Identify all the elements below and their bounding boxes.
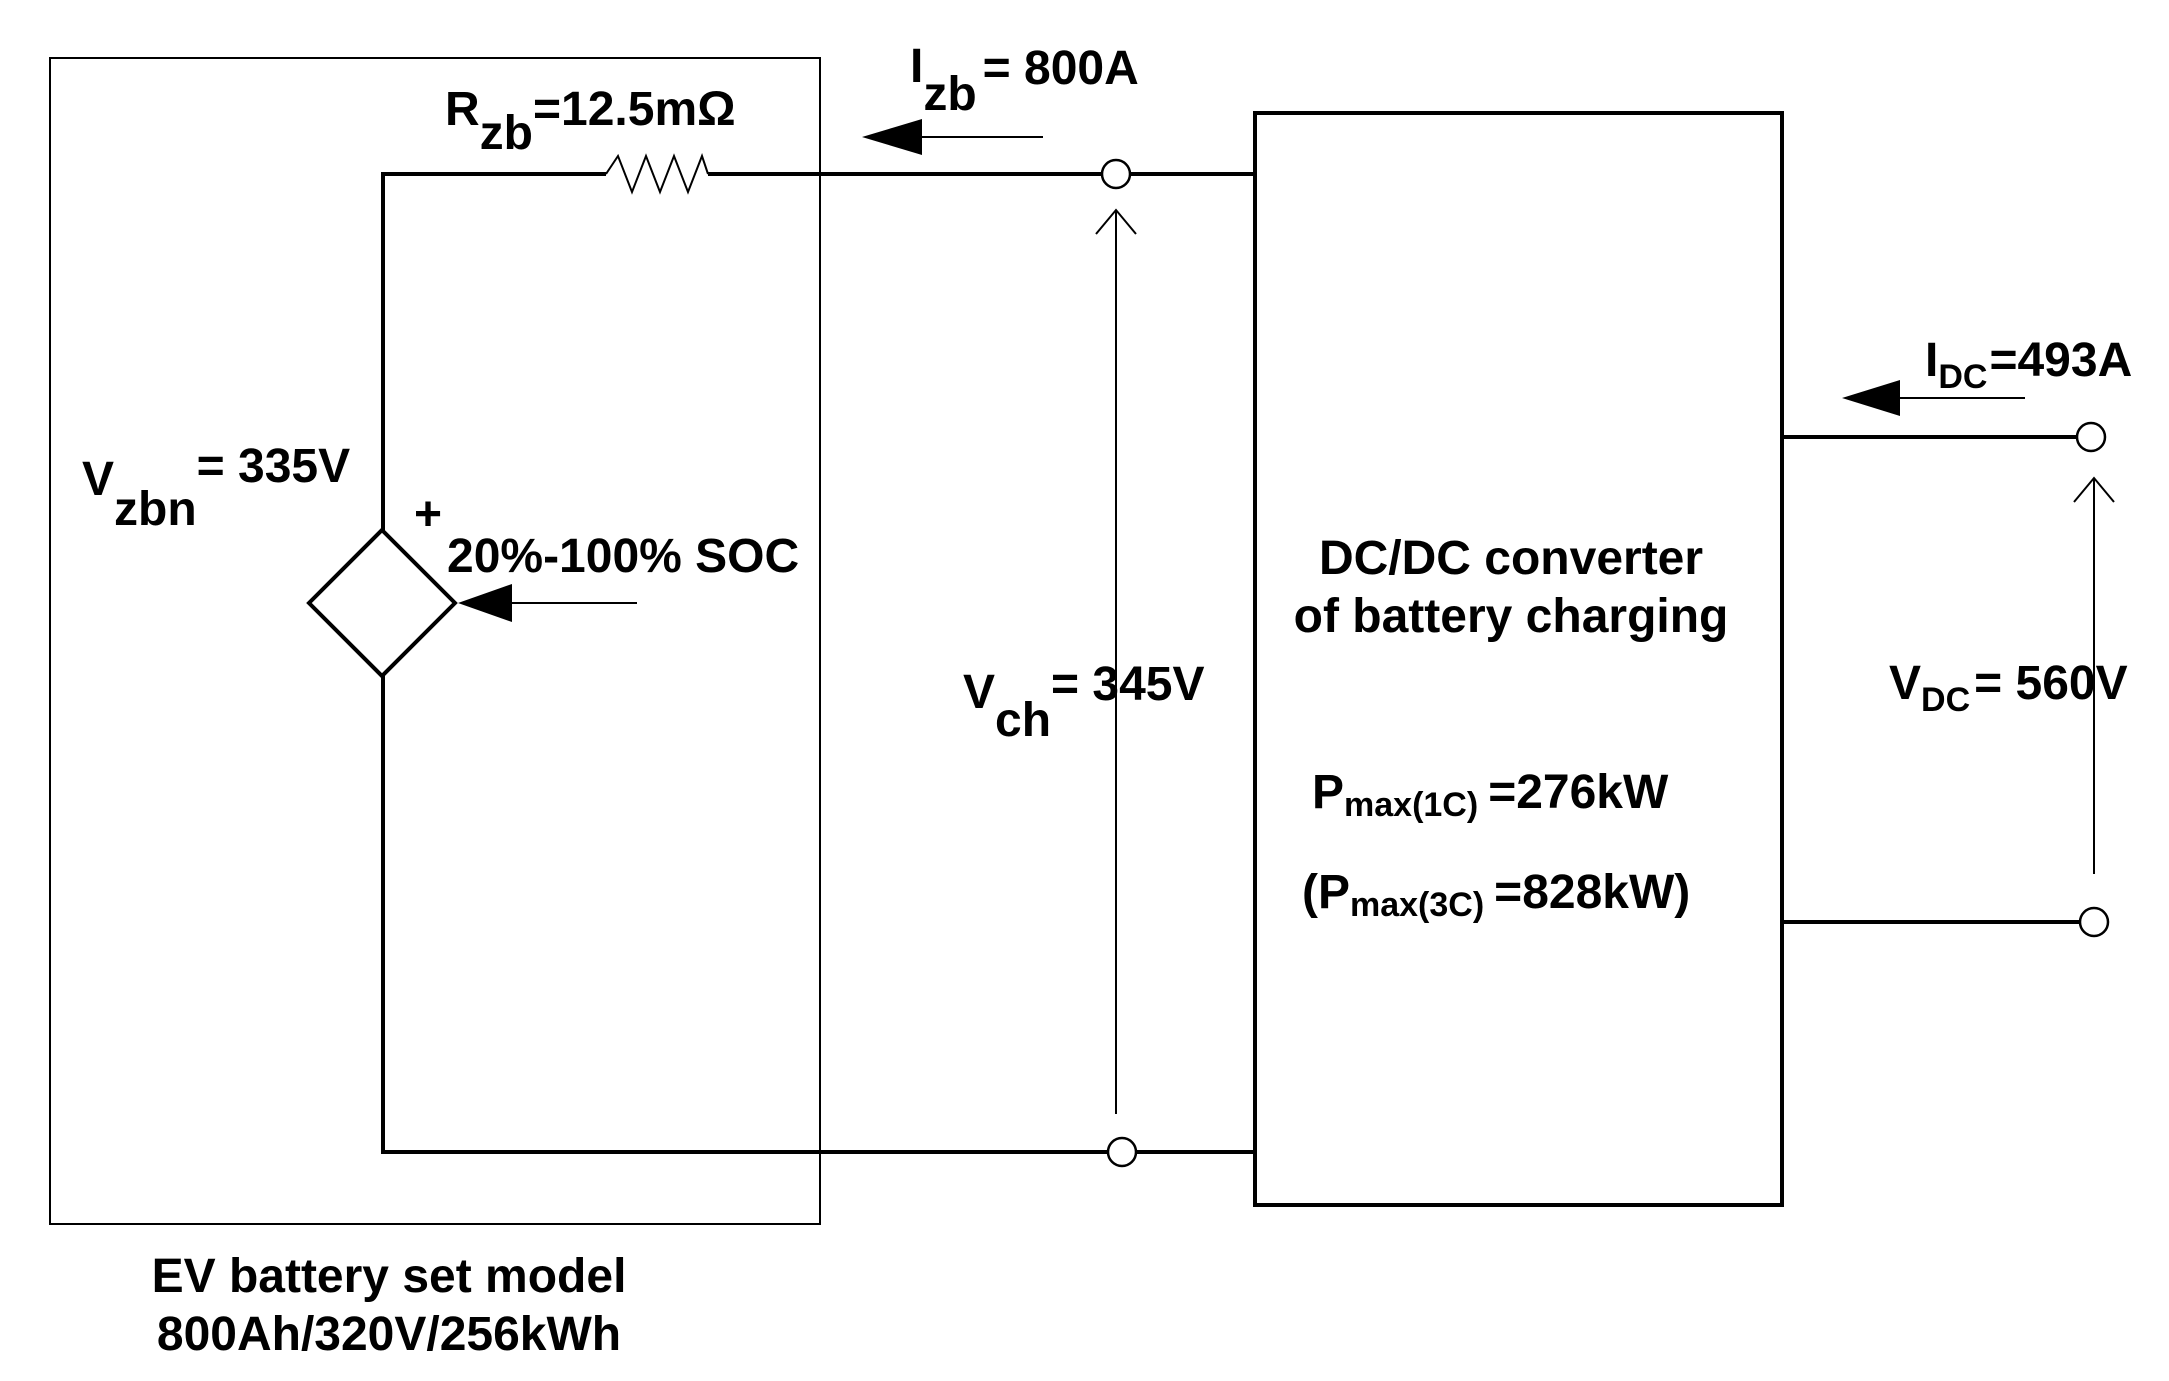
dc-terminal-bottom xyxy=(2078,906,2110,938)
charging-terminal-bottom xyxy=(1106,1136,1138,1168)
charging-voltage-arrow xyxy=(1095,208,1137,1114)
converter-title-line2: of battery charging xyxy=(1294,590,1729,643)
converter-title-line1: DC/DC converter xyxy=(1319,532,1703,585)
resistor-label: Rzb=12.5mΩ xyxy=(445,83,736,160)
soc-label: 20%-100% SOC xyxy=(447,530,799,583)
resistor-symbol xyxy=(605,153,709,195)
soc-arrow xyxy=(458,584,637,622)
battery-caption-line2: 800Ah/320V/256kWh xyxy=(157,1308,621,1361)
battery-current-arrow xyxy=(862,119,1043,155)
dc-voltage-arrow xyxy=(2073,476,2115,874)
charging-terminal-top xyxy=(1100,158,1132,190)
dependent-voltage-source xyxy=(306,527,458,679)
dc-voltage-label: VDC= 560V xyxy=(1889,657,2128,719)
pmax-1c-label: Pmax(1C)=276kW xyxy=(1312,766,1669,824)
charging-voltage-label: Vch= 345V xyxy=(963,658,1205,747)
converter-box xyxy=(1253,111,1784,1207)
battery-current-label: Izb= 800A xyxy=(910,40,1139,121)
battery-model-box xyxy=(49,57,821,1225)
dc-terminal-top xyxy=(2075,421,2107,453)
dc-current-arrow xyxy=(1842,380,2025,416)
source-voltage-label: Vzbn= 335V xyxy=(82,440,350,536)
source-plus-sign: + xyxy=(414,488,442,541)
top-wire xyxy=(381,153,1255,1152)
battery-caption-line1: EV battery set model xyxy=(152,1250,627,1303)
dc-current-label: IDC=493A xyxy=(1925,334,2132,396)
pmax-3c-label: (Pmax(3C)=828kW) xyxy=(1302,866,1690,924)
